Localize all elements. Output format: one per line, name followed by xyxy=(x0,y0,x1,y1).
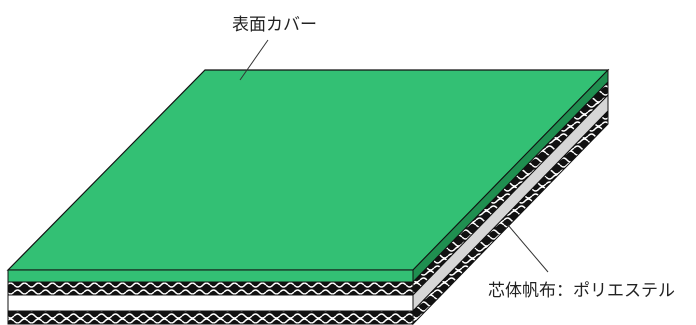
canvas-ply-front-2 xyxy=(7,310,414,325)
top-cover-leader-line xyxy=(239,39,269,81)
top-cover-front-edge xyxy=(7,269,414,283)
white-layer-front xyxy=(7,294,414,312)
canvas-ply-front-1 xyxy=(7,281,414,296)
core-canvas-label: 芯体帆布：ポリエステル xyxy=(488,281,675,301)
canvas-ply-side-2 xyxy=(412,109,609,325)
core-canvas-leader-line xyxy=(507,224,549,273)
top-cover-label: 表面カバー xyxy=(232,15,317,35)
